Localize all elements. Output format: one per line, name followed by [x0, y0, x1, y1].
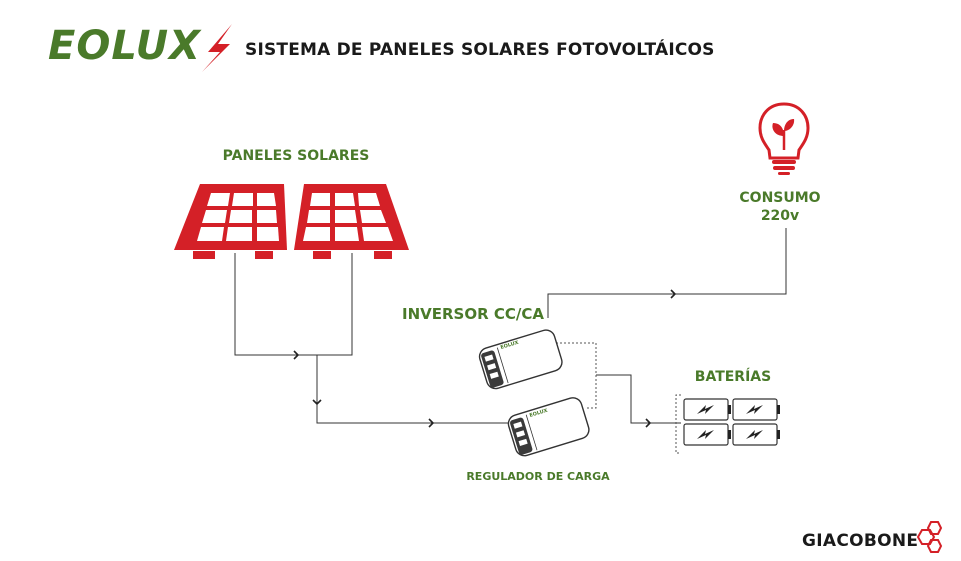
giacobone-logo-icon — [916, 521, 943, 553]
solar-panel-right-icon — [294, 184, 409, 259]
regulator-label: REGULADOR DE CARGA — [466, 470, 610, 483]
battery-bolt-icon — [746, 405, 763, 414]
battery-bolt-icon — [697, 430, 714, 439]
giacobone-logo-text: GIACOBONE — [802, 531, 919, 551]
battery-bolt-icon — [697, 405, 714, 414]
arrow-right-icon — [645, 418, 652, 428]
arrow-right-icon — [670, 289, 677, 299]
lightning-bolt-icon — [202, 24, 232, 72]
arrow-right-icon — [293, 350, 300, 360]
batteries-label: BATERÍAS — [694, 369, 772, 385]
arrow-down-icon — [312, 399, 322, 406]
solar-panel-left-icon — [174, 184, 287, 259]
inverter-label: INVERSOR CC/CA — [402, 305, 544, 323]
battery-bolt-icon — [746, 430, 763, 439]
regulator-device-icon — [507, 397, 590, 457]
consumption-voltage: 220v — [760, 208, 800, 224]
inverter-brand-text: EOLUX — [500, 340, 520, 351]
panels-label: PANELES SOLARES — [222, 148, 370, 164]
eolux-logo: EOLUX — [48, 23, 201, 69]
lightbulb-icon — [758, 102, 810, 175]
inverter-device-icon — [478, 329, 563, 390]
regulator-brand-text: EOLUX — [529, 408, 549, 419]
page-title: SISTEMA DE PANELES SOLARES FOTOVOLTÁICOS — [245, 40, 715, 60]
arrow-right-icon — [428, 418, 435, 428]
consumption-label: CONSUMO — [739, 190, 821, 206]
